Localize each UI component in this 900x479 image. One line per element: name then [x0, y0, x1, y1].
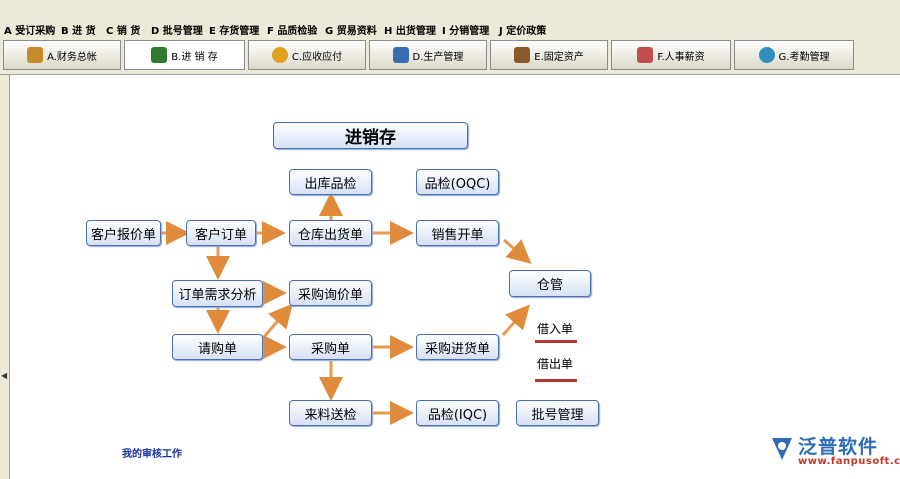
- people-icon: [637, 47, 654, 63]
- tab-label: E.固定资产: [534, 51, 584, 63]
- tab-fixed-assets[interactable]: E.固定资产: [490, 40, 608, 70]
- collapse-arrow-icon[interactable]: ◀: [1, 371, 8, 380]
- node-warehouse[interactable]: 仓管: [509, 270, 591, 297]
- tab-label: F.人事薪资: [657, 51, 705, 63]
- node-oqc[interactable]: 品检(OQC): [416, 169, 499, 195]
- tab-label: A.财务总帐: [47, 51, 97, 63]
- tab-receivables[interactable]: C.应收应付: [248, 40, 366, 70]
- diagram-title: 进销存: [273, 122, 468, 149]
- tab-attendance[interactable]: G.考勤管理: [734, 40, 854, 70]
- logo-text: 泛普软件: [798, 436, 879, 458]
- node-batch-management[interactable]: 批号管理: [516, 400, 599, 426]
- node-incoming-inspection[interactable]: 来料送检: [289, 400, 372, 426]
- tab-hr-payroll[interactable]: F.人事薪资: [611, 40, 731, 70]
- borrow-in-underline: [535, 340, 577, 343]
- menu-j[interactable]: J 定价政策: [499, 26, 547, 37]
- tab-label: G.考勤管理: [778, 51, 830, 63]
- menu-bar: A 受订采购 B 进 货 C 销 货 D 批号管理 E 存货管理 F 品质检验 …: [0, 0, 900, 39]
- menu-a[interactable]: A 受订采购: [4, 26, 56, 37]
- menu-f[interactable]: F 品质检验: [267, 26, 318, 37]
- node-customer-quote[interactable]: 客户报价单: [86, 220, 161, 246]
- left-splitter[interactable]: ◀: [0, 75, 10, 479]
- tab-label: C.应收应付: [291, 51, 343, 63]
- tab-production[interactable]: D.生产管理: [369, 40, 487, 70]
- node-order-analysis[interactable]: 订单需求分析: [172, 280, 263, 307]
- asset-icon: [514, 47, 531, 63]
- borrow-out-link[interactable]: 借出单: [537, 357, 574, 371]
- menu-i[interactable]: I 分销管理: [442, 26, 490, 37]
- ledger-icon: [27, 47, 44, 63]
- node-purchase-order[interactable]: 采购单: [289, 334, 372, 360]
- borrow-out-underline: [535, 379, 577, 382]
- menu-b[interactable]: B 进 货: [61, 26, 96, 37]
- my-audit-work-link[interactable]: 我的审核工作: [122, 449, 182, 460]
- node-purchase-inquiry[interactable]: 采购询价单: [289, 280, 372, 306]
- node-outbound-qc[interactable]: 出库品检: [289, 169, 372, 195]
- factory-icon: [392, 47, 409, 63]
- borrow-in-link[interactable]: 借入单: [537, 322, 574, 336]
- menu-e[interactable]: E 存货管理: [209, 26, 260, 37]
- menu-d[interactable]: D 批号管理: [151, 26, 203, 37]
- node-iqc[interactable]: 品检(IQC): [416, 400, 499, 426]
- tab-label: D.生产管理: [412, 51, 464, 63]
- clock-icon: [758, 47, 775, 63]
- menu-h[interactable]: H 出货管理: [384, 26, 436, 37]
- menu-g[interactable]: G 贸易资料: [325, 26, 377, 37]
- truck-icon: [151, 47, 168, 63]
- node-purchase-receipt[interactable]: 采购进货单: [416, 334, 499, 360]
- company-logo: 泛普软件 www.fanpusoft.com: [768, 432, 900, 472]
- node-customer-order[interactable]: 客户订单: [186, 220, 256, 246]
- tab-inventory[interactable]: B.进 销 存: [124, 40, 245, 70]
- tab-finance[interactable]: A.财务总帐: [3, 40, 121, 70]
- tab-label: B.进 销 存: [171, 51, 218, 63]
- menu-c[interactable]: C 销 货: [106, 26, 141, 37]
- node-warehouse-shipment[interactable]: 仓库出货单: [289, 220, 372, 246]
- arrow: [503, 238, 532, 264]
- node-sales-invoice[interactable]: 销售开单: [416, 220, 499, 246]
- arrow: [501, 304, 530, 336]
- node-requisition[interactable]: 请购单: [172, 334, 263, 360]
- module-toolbar: A.财务总帐 B.进 销 存 C.应收应付 D.生产管理 E.固定资产 F.人事…: [0, 38, 900, 75]
- logo-icon: [772, 438, 792, 460]
- coin-icon: [271, 47, 288, 63]
- arrow: [261, 303, 293, 339]
- logo-url: www.fanpusoft.com: [798, 456, 900, 467]
